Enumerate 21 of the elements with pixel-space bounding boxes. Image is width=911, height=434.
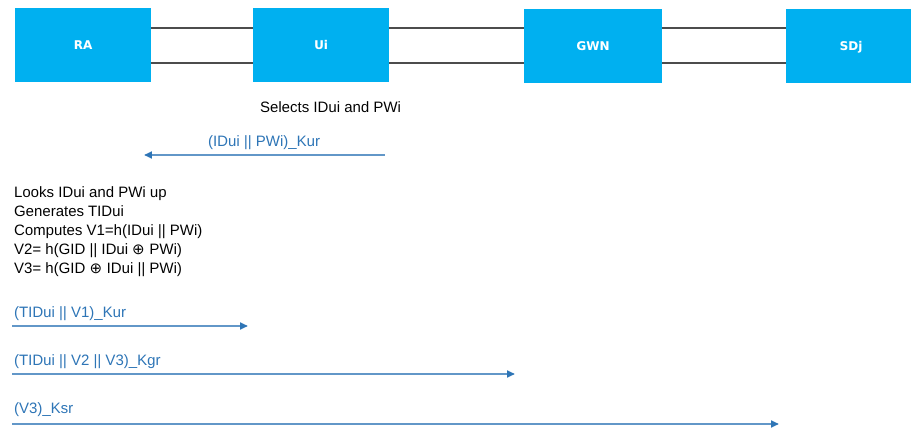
message-label: (TIDui || V2 || V3)_Kgr — [14, 352, 160, 370]
message-label: (V3)_Ksr — [14, 400, 74, 418]
note-text: V3= h(GID ⊕ IDui || PWi) — [14, 260, 182, 278]
message-label: (TIDui || V1)_Kur — [14, 304, 126, 322]
entity-label: SDj — [840, 39, 862, 53]
note-text: Looks IDui and PWi up — [14, 184, 167, 202]
note-text: Generates TIDui — [14, 203, 124, 221]
entity-box — [15, 8, 151, 82]
entity-box — [253, 8, 389, 82]
entity-label: RA — [74, 38, 92, 52]
message-label: (IDui || PWi)_Kur — [208, 133, 320, 151]
entity-box — [786, 9, 911, 83]
double-connector-line — [150, 27, 254, 64]
entity-label: GWN — [576, 39, 610, 53]
double-connector-line — [661, 27, 787, 64]
double-connector-line — [388, 27, 525, 64]
note-text: Selects IDui and PWi — [260, 99, 401, 117]
entity-box — [524, 9, 662, 83]
note-text: V2= h(GID || IDui ⊕ PWi) — [14, 241, 182, 259]
entity-label: Ui — [314, 38, 328, 52]
note-text: Computes V1=h(IDui || PWi) — [14, 222, 202, 240]
